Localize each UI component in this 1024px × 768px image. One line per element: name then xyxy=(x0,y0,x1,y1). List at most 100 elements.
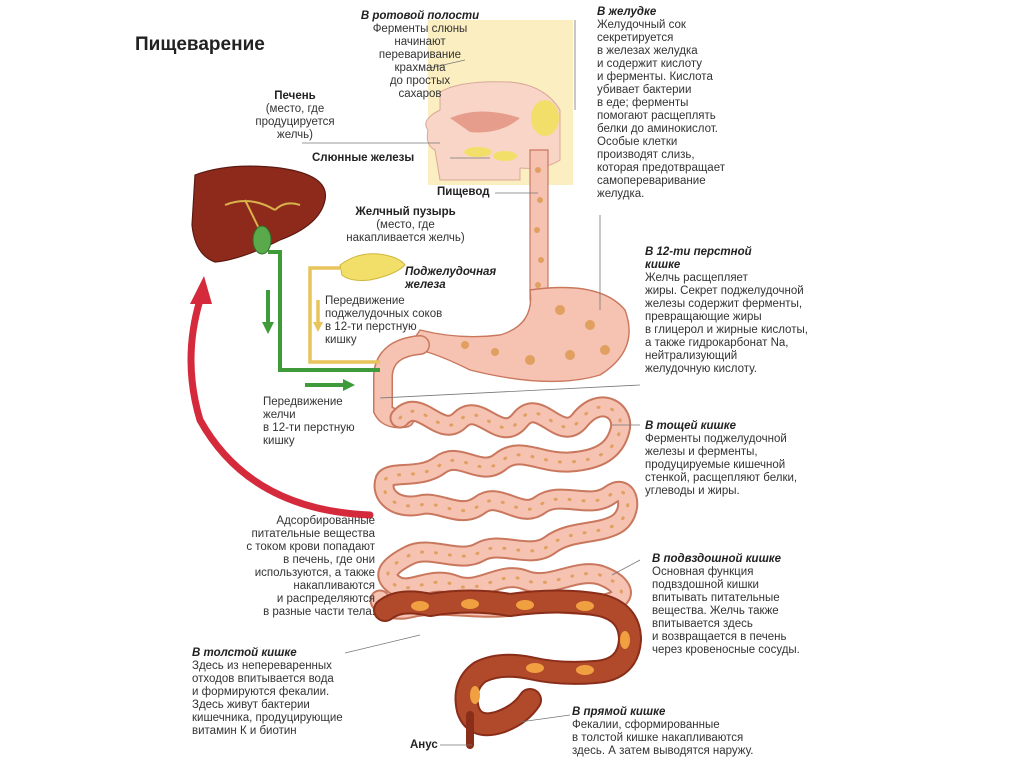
pancreas-block: Поджелудочная железа xyxy=(405,266,535,292)
text-line: в железах желудка xyxy=(597,45,698,57)
salivary-gland-icon xyxy=(531,100,559,136)
text-line: Передвижение xyxy=(263,396,343,408)
duodenum-heading: В 12-ти перстной xyxy=(645,246,752,258)
stomach-spots xyxy=(461,305,610,365)
text-line: в глицерол и жирные кислоты, xyxy=(645,324,808,336)
text-line: продуцируется xyxy=(255,116,335,128)
text-line: подвздошной кишки xyxy=(652,579,759,591)
text-line: в 12-ти перстную xyxy=(263,422,355,434)
text-line: жиры. Секрет поджелудочной xyxy=(645,285,804,297)
text-line: впитывается здесь xyxy=(652,618,753,630)
text-line: и возвращается в печень xyxy=(652,631,787,643)
text-line: Основная функция xyxy=(652,566,754,578)
text-line: сахаров xyxy=(398,88,442,100)
text-line: помогают расщеплять xyxy=(597,110,716,122)
pancreatic-path xyxy=(308,266,380,364)
text-line: питательные вещества xyxy=(251,528,376,540)
text-line: и формируются фекалии. xyxy=(192,686,330,698)
text-line: в разные части тела. xyxy=(263,606,375,618)
gallbladder xyxy=(252,225,272,255)
text-line: стенкой, расщепляют белки, xyxy=(645,472,798,484)
text-line: Особые клетки xyxy=(597,136,678,148)
text-line: желчь) xyxy=(277,129,313,141)
text-line: секретируется xyxy=(597,32,674,44)
pancreas-text: железа xyxy=(405,279,535,292)
text-line: и содержит кислоту xyxy=(597,58,703,70)
leader-lines xyxy=(302,20,641,746)
text-line: накапливаются xyxy=(293,580,375,592)
text-line: в еде; ферменты xyxy=(597,97,689,109)
text-line: желудочную кислоту. xyxy=(645,363,757,375)
salivary-gland-icon xyxy=(464,147,492,157)
text-line: и ферменты. Кислота xyxy=(597,71,713,83)
text-line: кишку xyxy=(263,435,295,447)
pancreatic-arrowhead xyxy=(313,322,323,332)
bile-arrowhead xyxy=(262,322,274,334)
text-line: витамин К и биотин xyxy=(192,725,297,737)
gallbladder-heading: Желчный пузырь xyxy=(355,206,456,218)
colon-heading: В толстой кишке xyxy=(192,647,297,659)
text-line: до простых xyxy=(389,75,451,87)
text-line: начинают xyxy=(394,36,446,48)
text-line: в печень, где они xyxy=(283,554,375,566)
esophagus-spots xyxy=(534,167,544,288)
text-line: через кровеносные сосуды. xyxy=(652,644,800,656)
return-arrowhead xyxy=(190,276,212,304)
text-line: используются, а также xyxy=(254,567,375,579)
text-line: Здесь живут бактерии xyxy=(192,699,310,711)
text-line: самопереваривание xyxy=(597,175,706,187)
liver xyxy=(191,165,327,263)
bile-arrowhead xyxy=(343,379,355,391)
text-line: Ферменты слюны xyxy=(372,23,468,35)
text-line: которая предотвращает xyxy=(597,162,725,174)
esophagus-label: Пищевод xyxy=(437,186,490,198)
salivary-gland-icon xyxy=(493,151,517,161)
text-line: поджелудочных соков xyxy=(325,308,443,320)
jejunum-heading: В тощей кишке xyxy=(645,420,736,432)
anus-label: Анус xyxy=(410,739,438,751)
return-arrow xyxy=(187,296,374,519)
rectum-heading: В прямой кишке xyxy=(572,706,666,718)
text-line: кишечника, продуцирующие xyxy=(192,712,343,724)
colon-spots xyxy=(411,599,630,704)
pancreas xyxy=(339,253,406,281)
bile-path xyxy=(268,250,380,372)
text-line: Ферменты поджелудочной xyxy=(645,433,787,445)
stomach-heading: В желудке xyxy=(597,6,657,18)
text-line: (место, где xyxy=(265,103,325,115)
text-line: переваривание xyxy=(378,49,462,61)
text-line: Желчь расщепляет xyxy=(645,272,748,284)
text-line: нейтрализующий xyxy=(645,350,738,362)
text-line: железы и ферменты, xyxy=(645,446,758,458)
text-line: вещества. Желчь также xyxy=(652,605,779,617)
liver-heading: Печень xyxy=(274,90,316,102)
stomach xyxy=(408,286,630,383)
mouth-heading: В ротовой полости xyxy=(360,10,480,22)
text-line: здесь. А затем выводятся наружу. xyxy=(572,745,754,757)
text-line: железа xyxy=(405,279,446,291)
text-line: желчи xyxy=(263,409,296,421)
text-line: и распределяются xyxy=(276,593,375,605)
text-line: (место, где xyxy=(376,219,435,231)
